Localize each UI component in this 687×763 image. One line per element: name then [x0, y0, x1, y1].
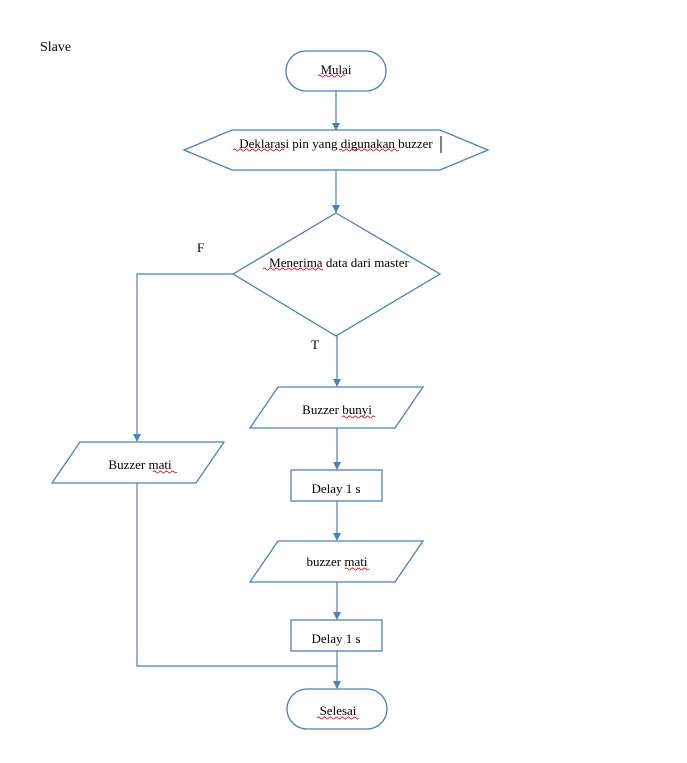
start-node: Mulai [285, 50, 387, 92]
buzzer-on-node: Buzzer bunyi [248, 386, 425, 429]
decision-node: Menerima data dari master [231, 212, 442, 337]
connector-decision-false [133, 273, 233, 442]
end-label: Selesai [320, 703, 357, 718]
delay-2-label: Delay 1 s [311, 631, 360, 646]
spellcheck-underline [262, 267, 324, 271]
diagram-title: Slave [40, 40, 71, 55]
spellcheck-underline [316, 716, 360, 720]
decision-label: Menerima data dari master [269, 255, 409, 270]
io-parallelogram [248, 386, 425, 429]
io-parallelogram [50, 441, 226, 484]
preparation-hexagon [182, 129, 490, 171]
buzzer-off-false-label: Buzzer mati [108, 457, 172, 472]
connector-false-merge [136, 483, 337, 667]
spellcheck-underline [344, 567, 370, 571]
delay-1-node: Delay 1 s [290, 469, 383, 502]
spellcheck-underline [338, 148, 400, 152]
spellcheck-underline [232, 148, 285, 152]
declare-label: Deklarasi pin yang digunakan buzzer [239, 136, 433, 151]
start-label: Mulai [320, 62, 351, 77]
spellcheck-underline [317, 74, 346, 78]
buzzer-off-false-node: Buzzer mati [50, 441, 226, 484]
process-rect [290, 469, 383, 502]
end-terminator [286, 688, 388, 730]
end-node: Selesai [286, 688, 388, 730]
delay-1-label: Delay 1 s [311, 481, 360, 496]
process-rect [290, 619, 383, 652]
connectors [133, 91, 341, 689]
buzzer-off-label: buzzer mati [307, 554, 368, 569]
true-branch-label: T [311, 337, 319, 352]
start-terminator [285, 50, 387, 92]
spellcheck-underline [152, 470, 178, 474]
io-parallelogram [248, 540, 425, 583]
declare-node: Deklarasi pin yang digunakan buzzer [182, 129, 490, 171]
buzzer-off-node: buzzer mati [248, 540, 425, 583]
spellcheck-underline [341, 415, 376, 419]
delay-2-node: Delay 1 s [290, 619, 383, 652]
decision-diamond [231, 212, 442, 337]
false-branch-label: F [197, 240, 204, 255]
buzzer-on-label: Buzzer bunyi [302, 402, 372, 417]
